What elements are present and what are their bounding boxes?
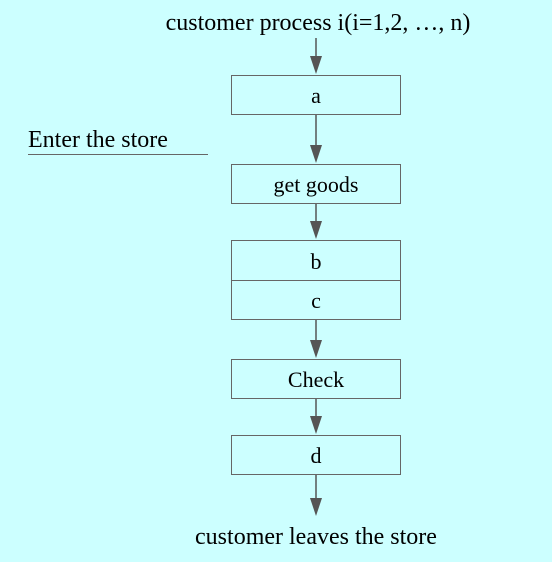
enter-store-label: Enter the store xyxy=(28,127,168,153)
step-label-b: b xyxy=(310,249,322,274)
step-label-c: c xyxy=(311,288,321,313)
step-box-c: c xyxy=(231,280,401,320)
step-box-d: d xyxy=(231,435,401,475)
arrowhead-c-to-check xyxy=(310,340,322,358)
arrowhead-d-to-exit xyxy=(310,498,322,516)
step-box-a: a xyxy=(231,75,401,115)
arrowhead-check-to-d xyxy=(310,416,322,434)
exit-label: customer leaves the store xyxy=(195,524,437,550)
step-box-get-goods: get goods xyxy=(231,164,401,204)
diagram-title: customer process i(i=1,2, …, n) xyxy=(165,10,471,36)
arrowhead-title-to-a xyxy=(310,56,322,74)
enter-store-underline xyxy=(28,154,208,155)
step-label-get-goods: get goods xyxy=(273,172,359,197)
arrowhead-a-to-get-goods xyxy=(310,145,322,163)
arrowhead-get-goods-to-b xyxy=(310,221,322,239)
step-label-a: a xyxy=(311,83,321,108)
step-label-check: Check xyxy=(287,367,345,392)
step-box-b: b xyxy=(231,240,401,281)
step-label-d: d xyxy=(310,443,322,468)
step-box-check: Check xyxy=(231,359,401,399)
